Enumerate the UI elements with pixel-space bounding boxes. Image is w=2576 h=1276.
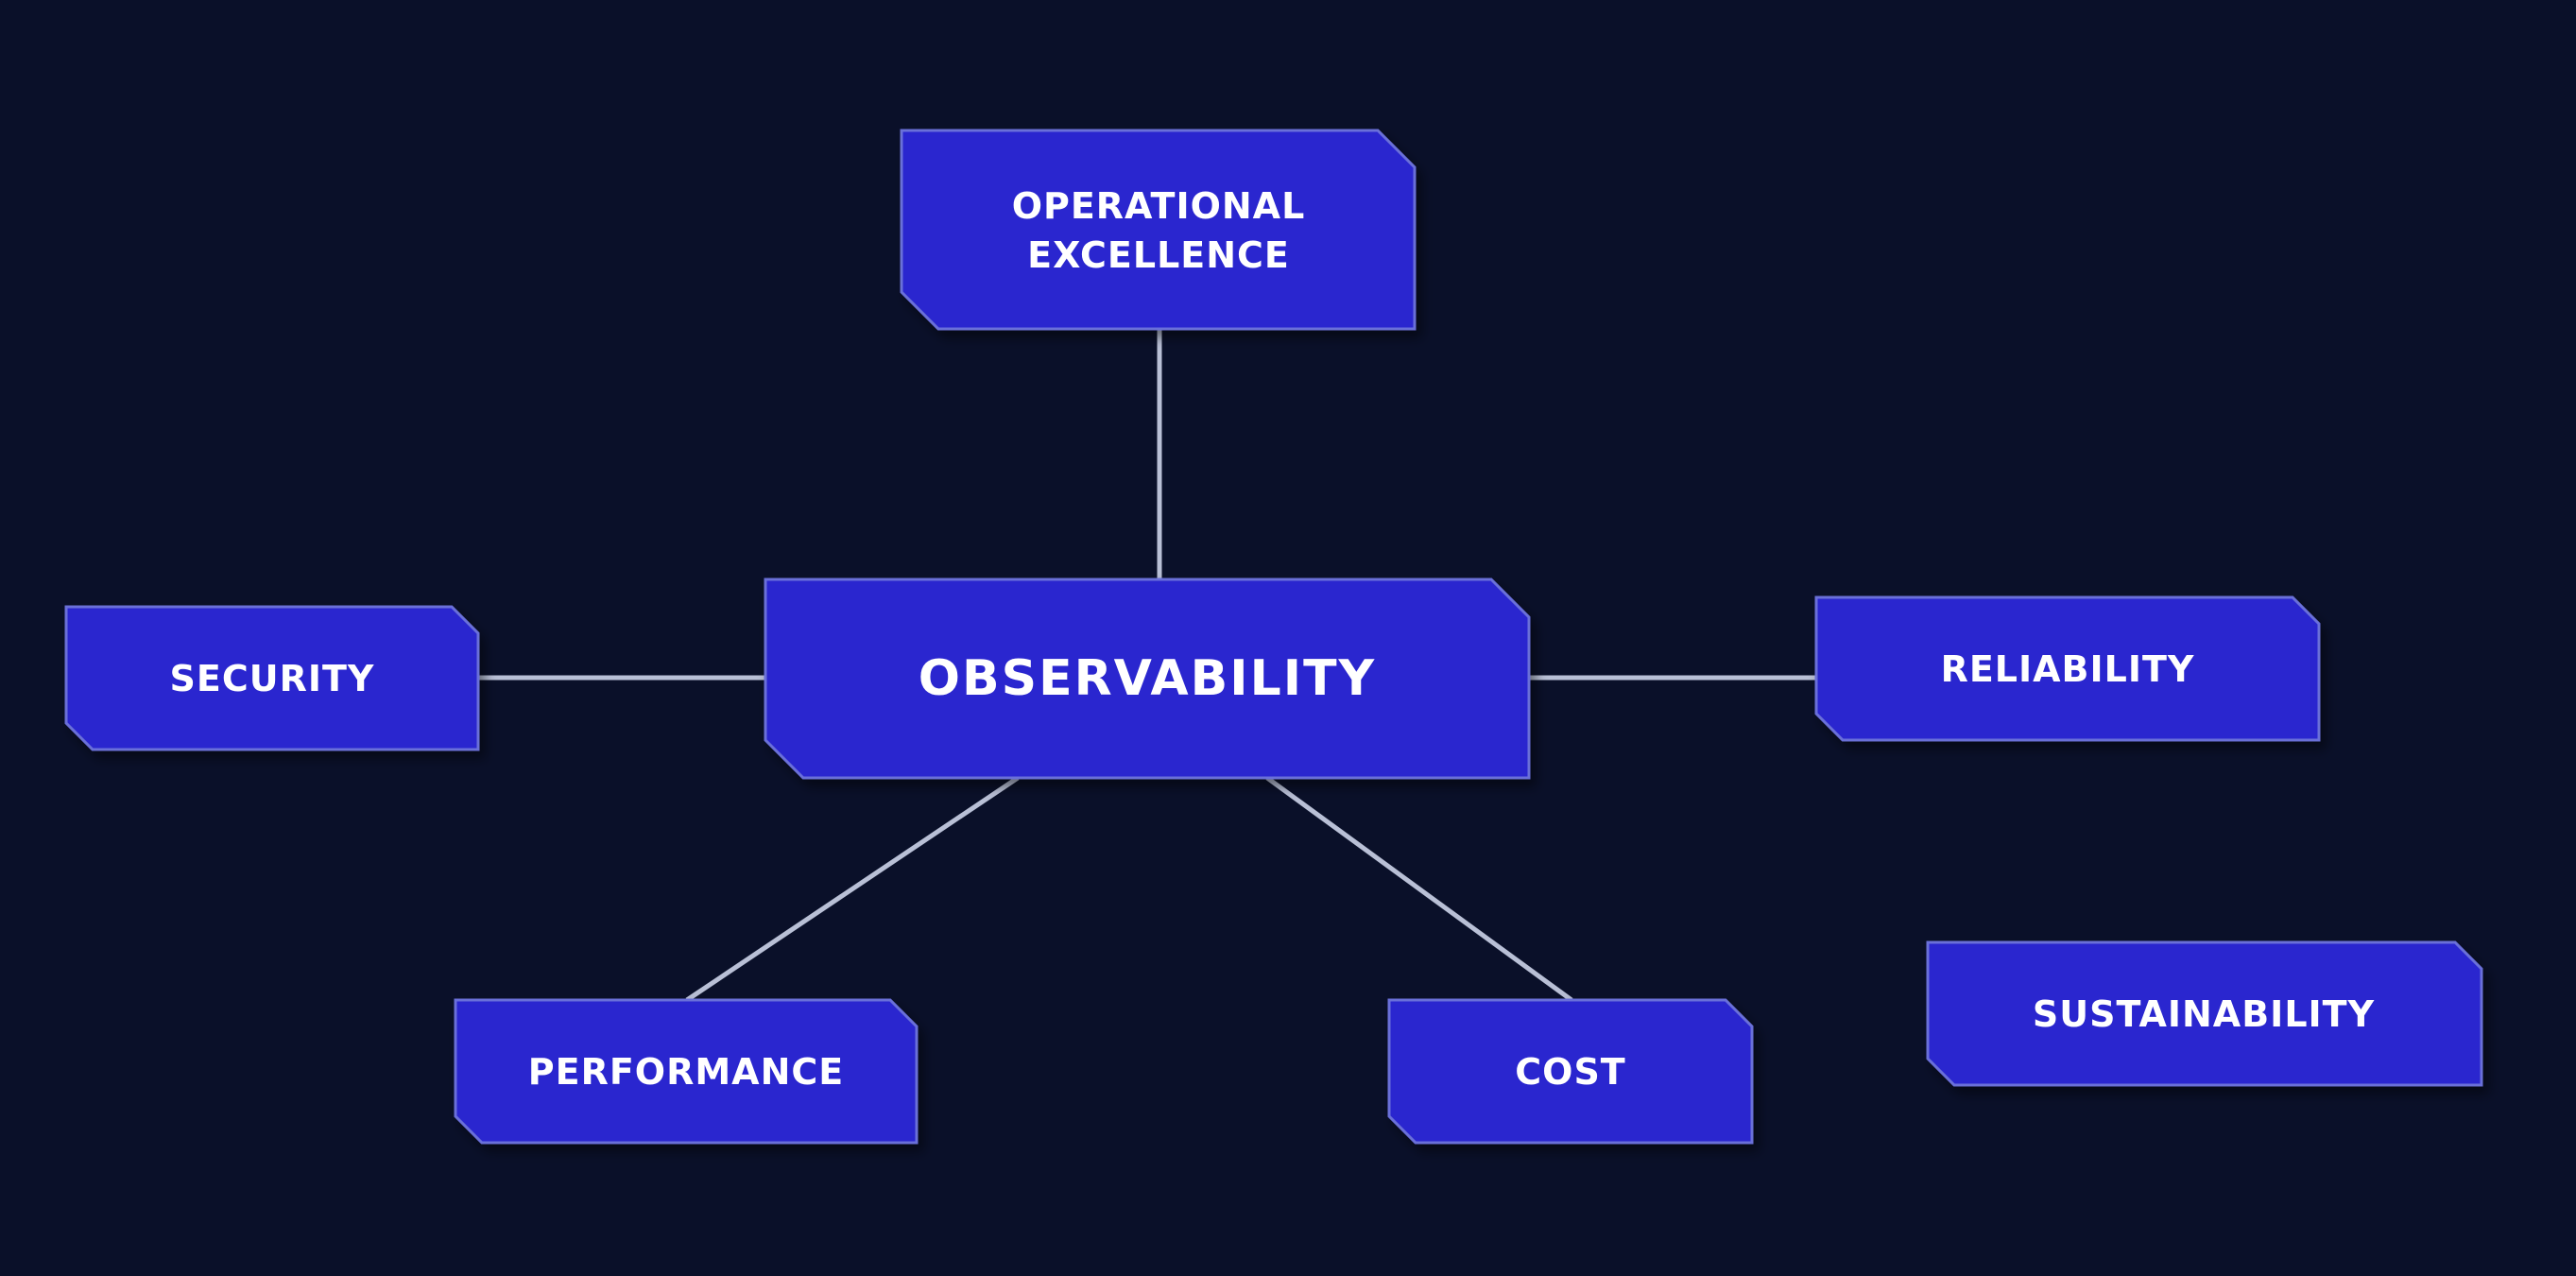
connector-performance bbox=[685, 775, 1020, 1003]
cost-node: COST bbox=[1387, 998, 1754, 1145]
reliability-node: RELIABILITY bbox=[1814, 595, 2321, 742]
connector-cost bbox=[1265, 775, 1573, 1003]
sustainability-label: SUSTAINABILITY bbox=[2033, 993, 2375, 1035]
cost-node-shape bbox=[1387, 998, 1754, 1145]
sustainability-node: SUSTAINABILITY bbox=[1926, 940, 2483, 1087]
reliability-node-shape bbox=[1814, 595, 2321, 742]
observability-node-shape bbox=[764, 578, 1531, 780]
reliability-label: RELIABILITY bbox=[1941, 648, 2195, 690]
performance-node: PERFORMANCE bbox=[454, 998, 919, 1145]
operational-excellence-label-line1: OPERATIONAL bbox=[1012, 185, 1306, 227]
observability-node: OBSERVABILITY bbox=[764, 578, 1531, 780]
cost-label: COST bbox=[1515, 1051, 1625, 1093]
operational-excellence-label-line2: EXCELLENCE bbox=[1027, 234, 1290, 276]
connectors bbox=[478, 329, 1816, 1003]
security-node-shape bbox=[64, 605, 480, 751]
operational-excellence-node-shape bbox=[900, 129, 1417, 331]
security-node: SECURITY bbox=[64, 605, 480, 751]
observability-label: OBSERVABILITY bbox=[919, 650, 1376, 707]
operational-excellence-node: OPERATIONAL EXCELLENCE bbox=[900, 129, 1417, 331]
performance-label: PERFORMANCE bbox=[528, 1051, 844, 1093]
security-label: SECURITY bbox=[170, 658, 375, 699]
sustainability-node-shape bbox=[1926, 940, 2483, 1087]
performance-node-shape bbox=[454, 998, 919, 1145]
